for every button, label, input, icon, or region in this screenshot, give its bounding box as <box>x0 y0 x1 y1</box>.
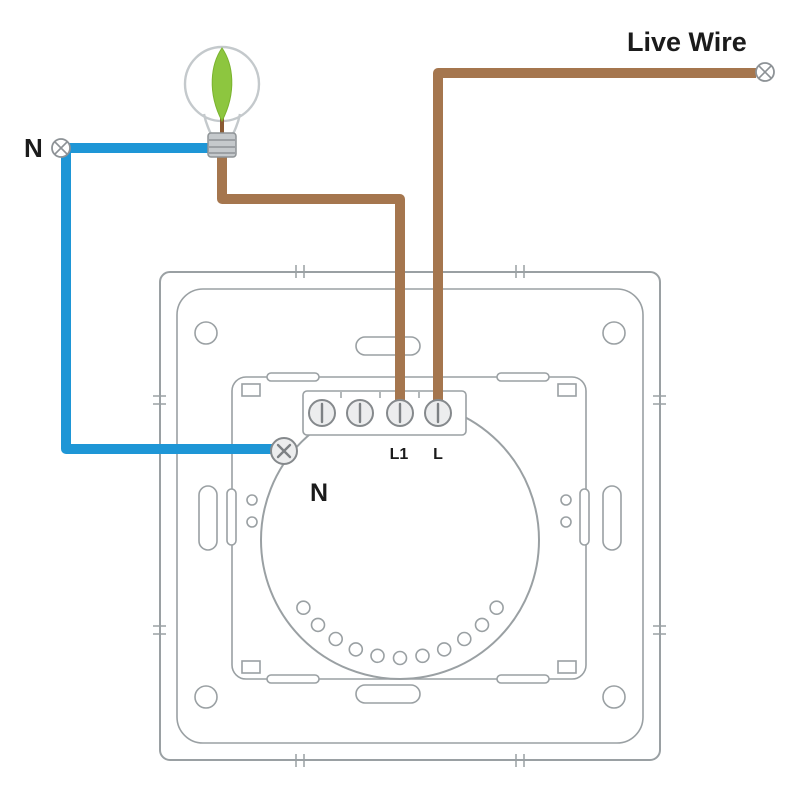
neutral-wire <box>61 143 283 454</box>
contact-dot <box>489 600 504 616</box>
terminal-block <box>302 390 467 436</box>
contact-dot <box>310 617 326 633</box>
live-feed-wire-to-l <box>433 68 756 413</box>
labels: N Live Wire L1 L N <box>24 27 747 507</box>
contact-dot <box>348 642 364 657</box>
plate-edge-slot-bottom <box>266 674 320 684</box>
plate-edge-slot-right <box>579 488 590 546</box>
plate-corner-tab <box>241 383 261 397</box>
label-neutral-supply: N <box>24 133 43 163</box>
frame-screw-hole <box>602 321 626 345</box>
frame-notch-bottom <box>295 754 525 767</box>
plate-edge-slot-top <box>496 372 550 382</box>
plate-corner-tab <box>557 383 577 397</box>
neutral-terminal-x-icon <box>54 141 68 155</box>
label-terminal-l1: L1 <box>390 446 409 463</box>
terminal-block-body <box>302 390 467 436</box>
plate-dot <box>560 494 572 506</box>
wires <box>61 68 756 454</box>
plate-edge-slot-left <box>226 488 237 546</box>
plate-corner-tab <box>557 660 577 674</box>
terminal-screws <box>270 399 452 465</box>
plate-corner-tab <box>241 660 261 674</box>
label-terminal-l: L <box>433 446 443 463</box>
frame-notch-top <box>295 265 525 278</box>
switched-live-wire-bulb-to-l1 <box>217 153 405 413</box>
contact-dot <box>392 650 408 666</box>
frame-notch-left <box>153 395 166 635</box>
bulb-base-ridges <box>209 139 235 154</box>
light-bulb-icon <box>183 45 261 158</box>
bulb-base <box>207 132 237 158</box>
mounting-slot-top <box>355 336 421 356</box>
frame-screw-hole <box>194 685 218 709</box>
contact-dot <box>474 617 490 633</box>
mounting-slot-left <box>198 485 218 551</box>
plate-edge-slot-top <box>266 372 320 382</box>
frame-screw-hole <box>194 321 218 345</box>
mounting-slot-right <box>602 485 622 551</box>
contact-dot <box>456 631 472 647</box>
contact-dot <box>415 648 430 664</box>
mounting-slot-bottom <box>355 684 421 704</box>
bulb-leaf-icon <box>211 47 233 123</box>
plate-dot <box>246 494 258 506</box>
switch-mechanism-circle <box>260 400 540 680</box>
contact-dots <box>296 600 504 666</box>
frame-screw-hole <box>602 685 626 709</box>
label-switch-neutral: N <box>310 479 328 507</box>
plate-dot <box>246 516 258 528</box>
plate-dot <box>560 516 572 528</box>
screw-cross-slot <box>276 443 292 459</box>
terminal-divider <box>340 392 420 398</box>
contact-dot <box>436 642 452 657</box>
contact-dot <box>328 631 344 647</box>
switch-rear-view <box>153 265 666 767</box>
contact-dot <box>296 600 311 616</box>
plate-edge-slot-bottom <box>496 674 550 684</box>
label-live-wire: Live Wire <box>627 27 747 57</box>
frame-notch-right <box>653 395 666 635</box>
live-terminal-x-icon <box>758 65 772 79</box>
supply-terminals <box>51 62 775 158</box>
contact-dot <box>370 648 385 664</box>
